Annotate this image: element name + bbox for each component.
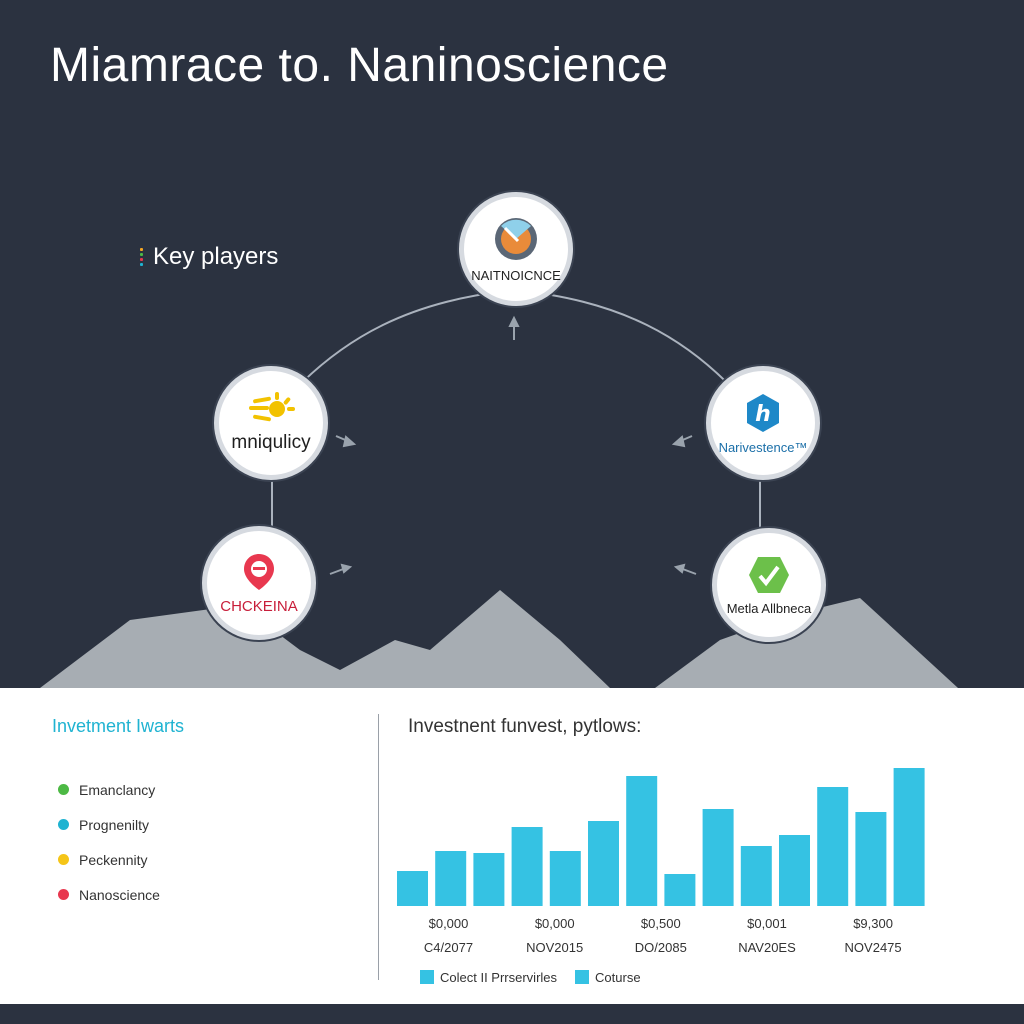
- key-dot: [140, 263, 143, 266]
- chart-legend-item: Coturse: [575, 970, 641, 985]
- legend-item-label: Peckennity: [79, 851, 148, 868]
- chart-legend: Colect II Prrservirles Coturse: [420, 970, 641, 985]
- chart-bar: [702, 809, 734, 906]
- chart-bar: [779, 835, 810, 906]
- location-pin-icon: [244, 553, 274, 590]
- x-tick-period-label: C4/2077: [424, 940, 473, 955]
- mountain-silhouette: [40, 590, 610, 688]
- legend-item-label: Emanclancy: [79, 781, 156, 798]
- player-label: Metla Allbneca: [726, 600, 812, 616]
- chart-title: Investnent funvest, pytlows:: [408, 716, 642, 737]
- svg-text:h: h: [755, 402, 771, 427]
- chart-bar: [664, 874, 696, 906]
- chart-legend-label: Colect II Prrservirles: [440, 970, 558, 985]
- player-label: CHCKEINA: [220, 597, 298, 615]
- player-label: mniqulicy: [231, 432, 311, 453]
- player-label: Narivestence™: [718, 439, 808, 455]
- chart-bar: [817, 787, 849, 906]
- chart-legend-label: Coturse: [595, 970, 641, 985]
- legend-dot-icon: [58, 854, 69, 865]
- mountain-silhouette: [655, 598, 958, 688]
- legend-dot-icon: [58, 819, 69, 830]
- chart-bar: [397, 871, 428, 906]
- x-tick-period-label: DO/2085: [635, 940, 687, 955]
- chart-bar: [626, 776, 658, 906]
- x-tick-period-label: NAV20ES: [738, 940, 796, 955]
- player-node-right-upper[interactable]: h Narivestence™: [706, 366, 820, 480]
- chart-legend-swatch: [420, 970, 434, 984]
- key-dot: [140, 258, 143, 261]
- chart-bar: [855, 812, 887, 906]
- legend-item: Nanoscience: [58, 877, 160, 912]
- key-players-heading: Key players: [140, 243, 278, 271]
- key-dot: [140, 248, 143, 251]
- legend-item: Prognenilty: [58, 807, 160, 842]
- chart-bar: [740, 846, 772, 906]
- key-players-label: Key players: [153, 243, 279, 270]
- chart-legend-item: Colect II Prrservirles: [420, 970, 557, 985]
- key-dot: [140, 253, 143, 256]
- key-players-dots-icon: [140, 248, 143, 266]
- x-tick-value-label: $0,000: [429, 916, 469, 931]
- sun-rays-icon: [249, 392, 295, 422]
- legend-dot-icon: [58, 784, 69, 795]
- scene-backdrop: [40, 288, 958, 688]
- gauge-icon: [495, 217, 537, 260]
- chart-bar: [435, 851, 467, 906]
- x-tick-value-label: $0,500: [641, 916, 681, 931]
- chart-legend-swatch: [575, 970, 590, 984]
- checkmark-hexagon-icon: [749, 556, 789, 593]
- flow-arrows: [329, 315, 697, 575]
- x-tick-period-label: NOV2015: [526, 940, 583, 955]
- player-node-right-lower[interactable]: Metla Allbneca: [712, 528, 826, 642]
- player-node-left-lower[interactable]: CHCKEINA: [202, 526, 316, 640]
- player-label: NAITNOICNCE: [471, 267, 561, 283]
- player-node-left-upper[interactable]: mniqulicy: [214, 366, 328, 480]
- x-tick-value-label: $0,000: [535, 916, 575, 931]
- chart-bar: [588, 821, 619, 906]
- legend-dot-icon: [58, 889, 69, 900]
- connection-arc: [267, 288, 761, 421]
- ecosystem-scene: NAITNOICNCE mniqulicy CHCKEINA: [40, 192, 958, 688]
- page-title: Miamrace to. Naninoscience: [50, 39, 669, 92]
- chart-bar: [511, 827, 543, 906]
- footer-strip: [0, 1004, 1024, 1024]
- player-node-top[interactable]: NAITNOICNCE: [459, 192, 573, 306]
- legend-item-label: Nanoscience: [79, 886, 160, 903]
- legend-item: Emanclancy: [58, 772, 160, 807]
- chart-bar: [549, 851, 581, 906]
- legend-title: Invetment Iwarts: [52, 716, 185, 736]
- x-tick-period-label: NOV2475: [845, 940, 902, 955]
- chart-bar: [473, 853, 505, 906]
- legend-item: Peckennity: [58, 842, 160, 877]
- hexagon-h-icon: h: [747, 393, 779, 432]
- chart-bar: [893, 768, 925, 906]
- x-tick-value-label: $9,300: [853, 916, 893, 931]
- legend-item-label: Prognenilty: [79, 816, 150, 833]
- panel-divider: [378, 714, 379, 980]
- x-tick-value-label: $0,001: [747, 916, 787, 931]
